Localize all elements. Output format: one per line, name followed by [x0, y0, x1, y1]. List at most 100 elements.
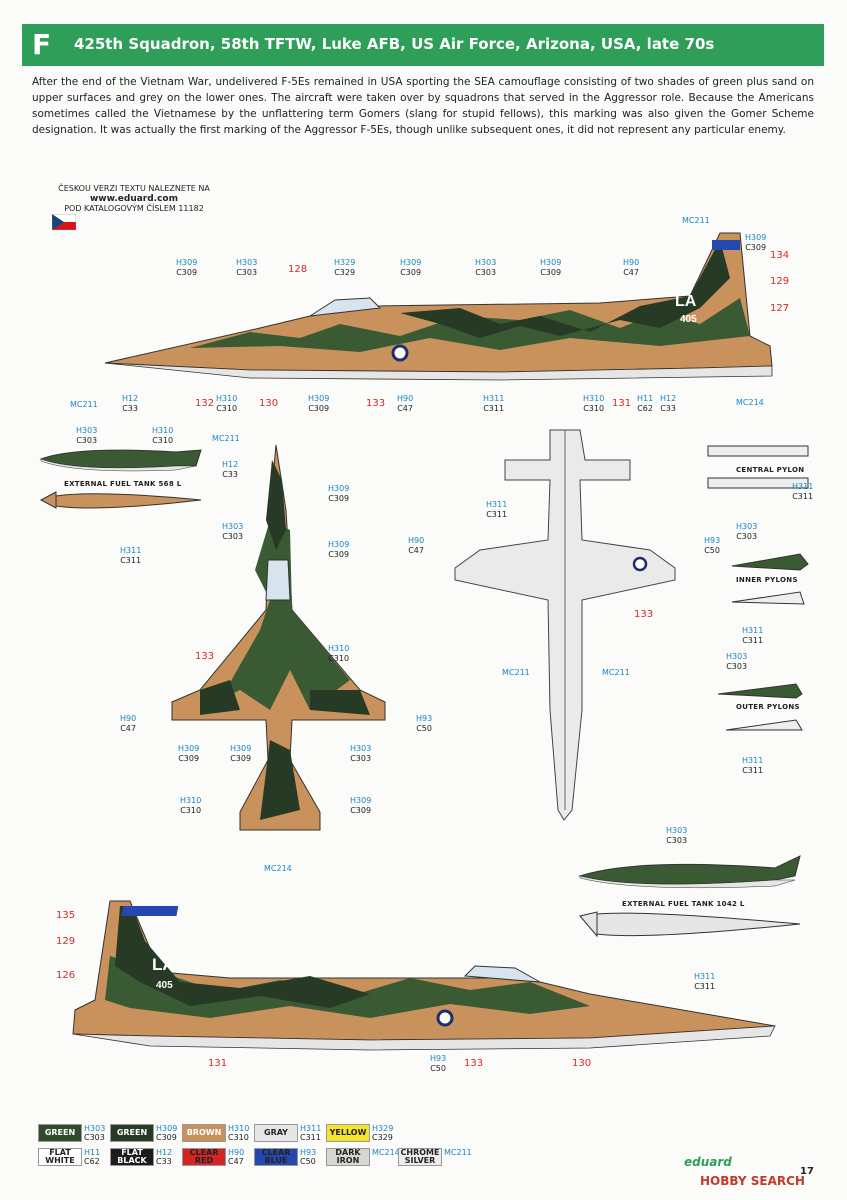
decal-ref: 133: [464, 1058, 484, 1069]
decal-ref: 135: [56, 910, 76, 921]
central-pylon-drawing: [707, 445, 809, 489]
legend-c-code: C329: [372, 1133, 393, 1142]
page-title: 425th Squadron, 58th TFTW, Luke AFB, US …: [74, 35, 715, 53]
side-profile-left: LA 405: [104, 232, 773, 381]
decal-ref: 133: [634, 609, 654, 620]
decal-ref: 130: [572, 1058, 592, 1069]
legend-c-code: C310: [228, 1133, 249, 1142]
serial-bottom: 405: [156, 980, 173, 991]
callout: MC211: [602, 668, 630, 677]
description-text: After the end of the Vietnam War, undeli…: [32, 76, 814, 136]
legend-c-code: C33: [156, 1157, 172, 1166]
decal-ref: 131: [208, 1058, 228, 1069]
central-pylon-label: CENTRAL PYLON: [736, 466, 805, 474]
legend-h-code: MC214: [372, 1148, 400, 1157]
decal-ref: 133: [366, 398, 386, 409]
callout: MC211: [70, 400, 98, 409]
decal-ref: 129: [770, 276, 790, 287]
callout: MC211: [502, 668, 530, 677]
page-number: 17: [800, 1166, 814, 1177]
title-banner: F 425th Squadron, 58th TFTW, Luke AFB, U…: [22, 24, 824, 66]
legend-c-code: C311: [300, 1133, 321, 1142]
czech-flag-icon: [52, 214, 76, 230]
outer-pylons-label: OUTER PYLONS: [736, 703, 800, 711]
decal-ref: 129: [56, 936, 76, 947]
legend-h-code: H303: [84, 1124, 106, 1133]
decal-ref: 133: [195, 651, 215, 662]
decal-ref: 126: [56, 970, 76, 981]
legend-swatch: GREEN: [110, 1124, 154, 1142]
czech-note: ČESKOU VERZI TEXTU NALEZNETE NA www.edua…: [44, 184, 224, 214]
legend-h-code: H309: [156, 1124, 178, 1133]
legend-swatch: FLAT BLACK: [110, 1148, 154, 1166]
decal-ref: 128: [288, 264, 308, 275]
unit-code-top: LA: [675, 293, 697, 310]
decal-ref: 131: [612, 398, 632, 409]
legend-c-code: C62: [84, 1157, 100, 1166]
website-link[interactable]: www.eduard.com: [89, 194, 178, 204]
watermark: HOBBY SEARCH: [700, 1174, 805, 1188]
top-view: [171, 444, 386, 831]
tank-1042-label: EXTERNAL FUEL TANK 1042 L: [622, 900, 745, 908]
inner-pylons-label: INNER PYLONS: [736, 576, 798, 584]
legend-h-code: H90: [228, 1148, 245, 1157]
decal-ref: 127: [770, 303, 790, 314]
callout: MC211: [682, 216, 710, 225]
decal-ref: 134: [770, 250, 790, 261]
legend-h-code: H329: [372, 1124, 394, 1133]
decal-ref: 132: [195, 398, 215, 409]
legend-swatch: GRAY: [254, 1124, 298, 1142]
callout: MC211: [212, 434, 240, 443]
legend-swatch: FLAT WHITE: [38, 1148, 82, 1166]
inner-pylon-drawing: [731, 553, 809, 605]
legend-h-code: H12: [156, 1148, 173, 1157]
legend-swatch: BROWN: [182, 1124, 226, 1142]
legend-c-code: C303: [84, 1133, 105, 1142]
legend-h-code: H11: [84, 1148, 101, 1157]
legend-swatch: CLEAR RED: [182, 1148, 226, 1166]
outer-pylon-drawing: [717, 683, 803, 731]
legend-swatch: GREEN: [38, 1124, 82, 1142]
legend-codes: MC214: [372, 1148, 400, 1157]
